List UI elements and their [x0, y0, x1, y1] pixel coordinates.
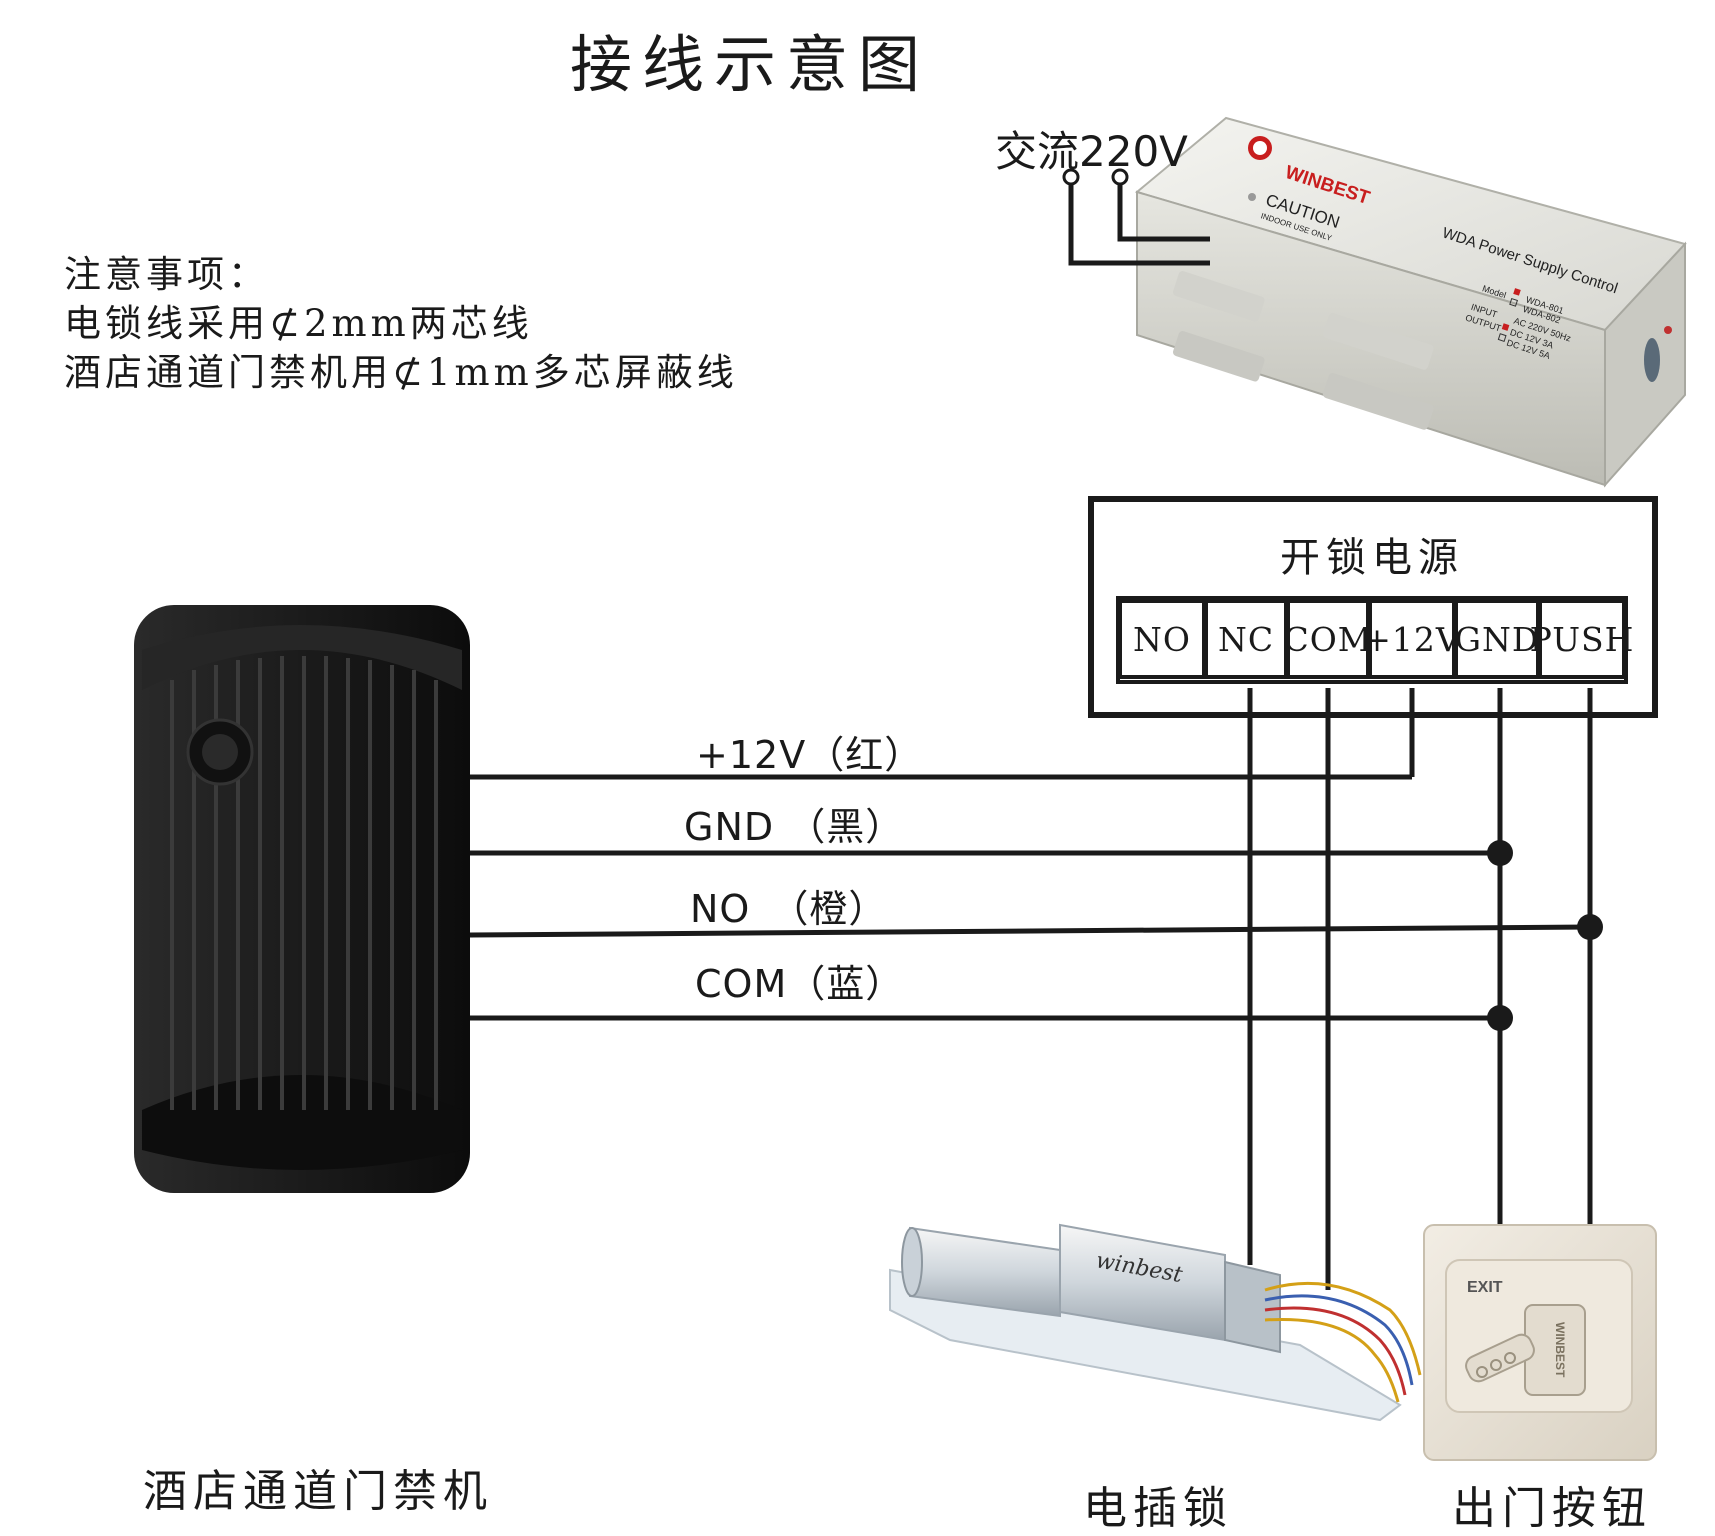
- terminal-12v: +12V: [1363, 599, 1460, 679]
- exit-brand: WINBEST: [1553, 1322, 1567, 1378]
- notes-heading: 注意事项：: [64, 253, 269, 296]
- card-reader-device: [134, 605, 470, 1193]
- wire-label-12v: +12V（红）: [696, 733, 924, 777]
- caption-lock: 电插锁: [1083, 1483, 1233, 1534]
- terminal-push: PUSH: [1530, 599, 1633, 679]
- wire-no: [469, 924, 1591, 938]
- terminal-com: COM: [1283, 599, 1372, 679]
- caption-reader: 酒店通道门禁机: [143, 1466, 493, 1517]
- power-block-frame: [1088, 496, 1658, 718]
- junction-com-gnd: [1487, 1005, 1513, 1031]
- ac-power-label: 交流220V: [995, 127, 1188, 176]
- diagram-title: 接线示意图: [570, 28, 931, 101]
- power-supply-device: [1134, 116, 1687, 488]
- key-icon: [1465, 1304, 1586, 1396]
- terminal-no: NO: [1118, 599, 1206, 679]
- caption-exit: 出门按钮: [1452, 1483, 1652, 1534]
- exit-button-device: EXIT WINBEST: [1423, 1224, 1657, 1461]
- electric-lock-device: winbest: [889, 1223, 1422, 1422]
- wiring: [469, 688, 1593, 1290]
- notes-block: 注意事项： 电锁线采用⊄2mm两芯线 酒店通道门禁机用⊄1mm多芯屏蔽线: [64, 250, 738, 397]
- notes-line-2: 酒店通道门禁机用⊄1mm多芯屏蔽线: [64, 351, 738, 394]
- terminal-gnd: GND: [1454, 599, 1540, 679]
- wire-junctions: [1487, 840, 1603, 1031]
- junction-gnd: [1487, 840, 1513, 866]
- power-block-title: 开锁电源: [1280, 535, 1464, 581]
- terminal-nc: NC: [1204, 599, 1288, 679]
- junction-no-push: [1577, 914, 1603, 940]
- notes-line-1: 电锁线采用⊄2mm两芯线: [64, 302, 533, 345]
- wire-label-com: COM（蓝）: [695, 962, 905, 1006]
- wire-label-gnd: GND （黑）: [684, 805, 905, 849]
- wire-label-no: NO （橙）: [690, 887, 888, 931]
- ac-input-wires: [1062, 168, 1210, 266]
- exit-label: EXIT: [1467, 1279, 1503, 1296]
